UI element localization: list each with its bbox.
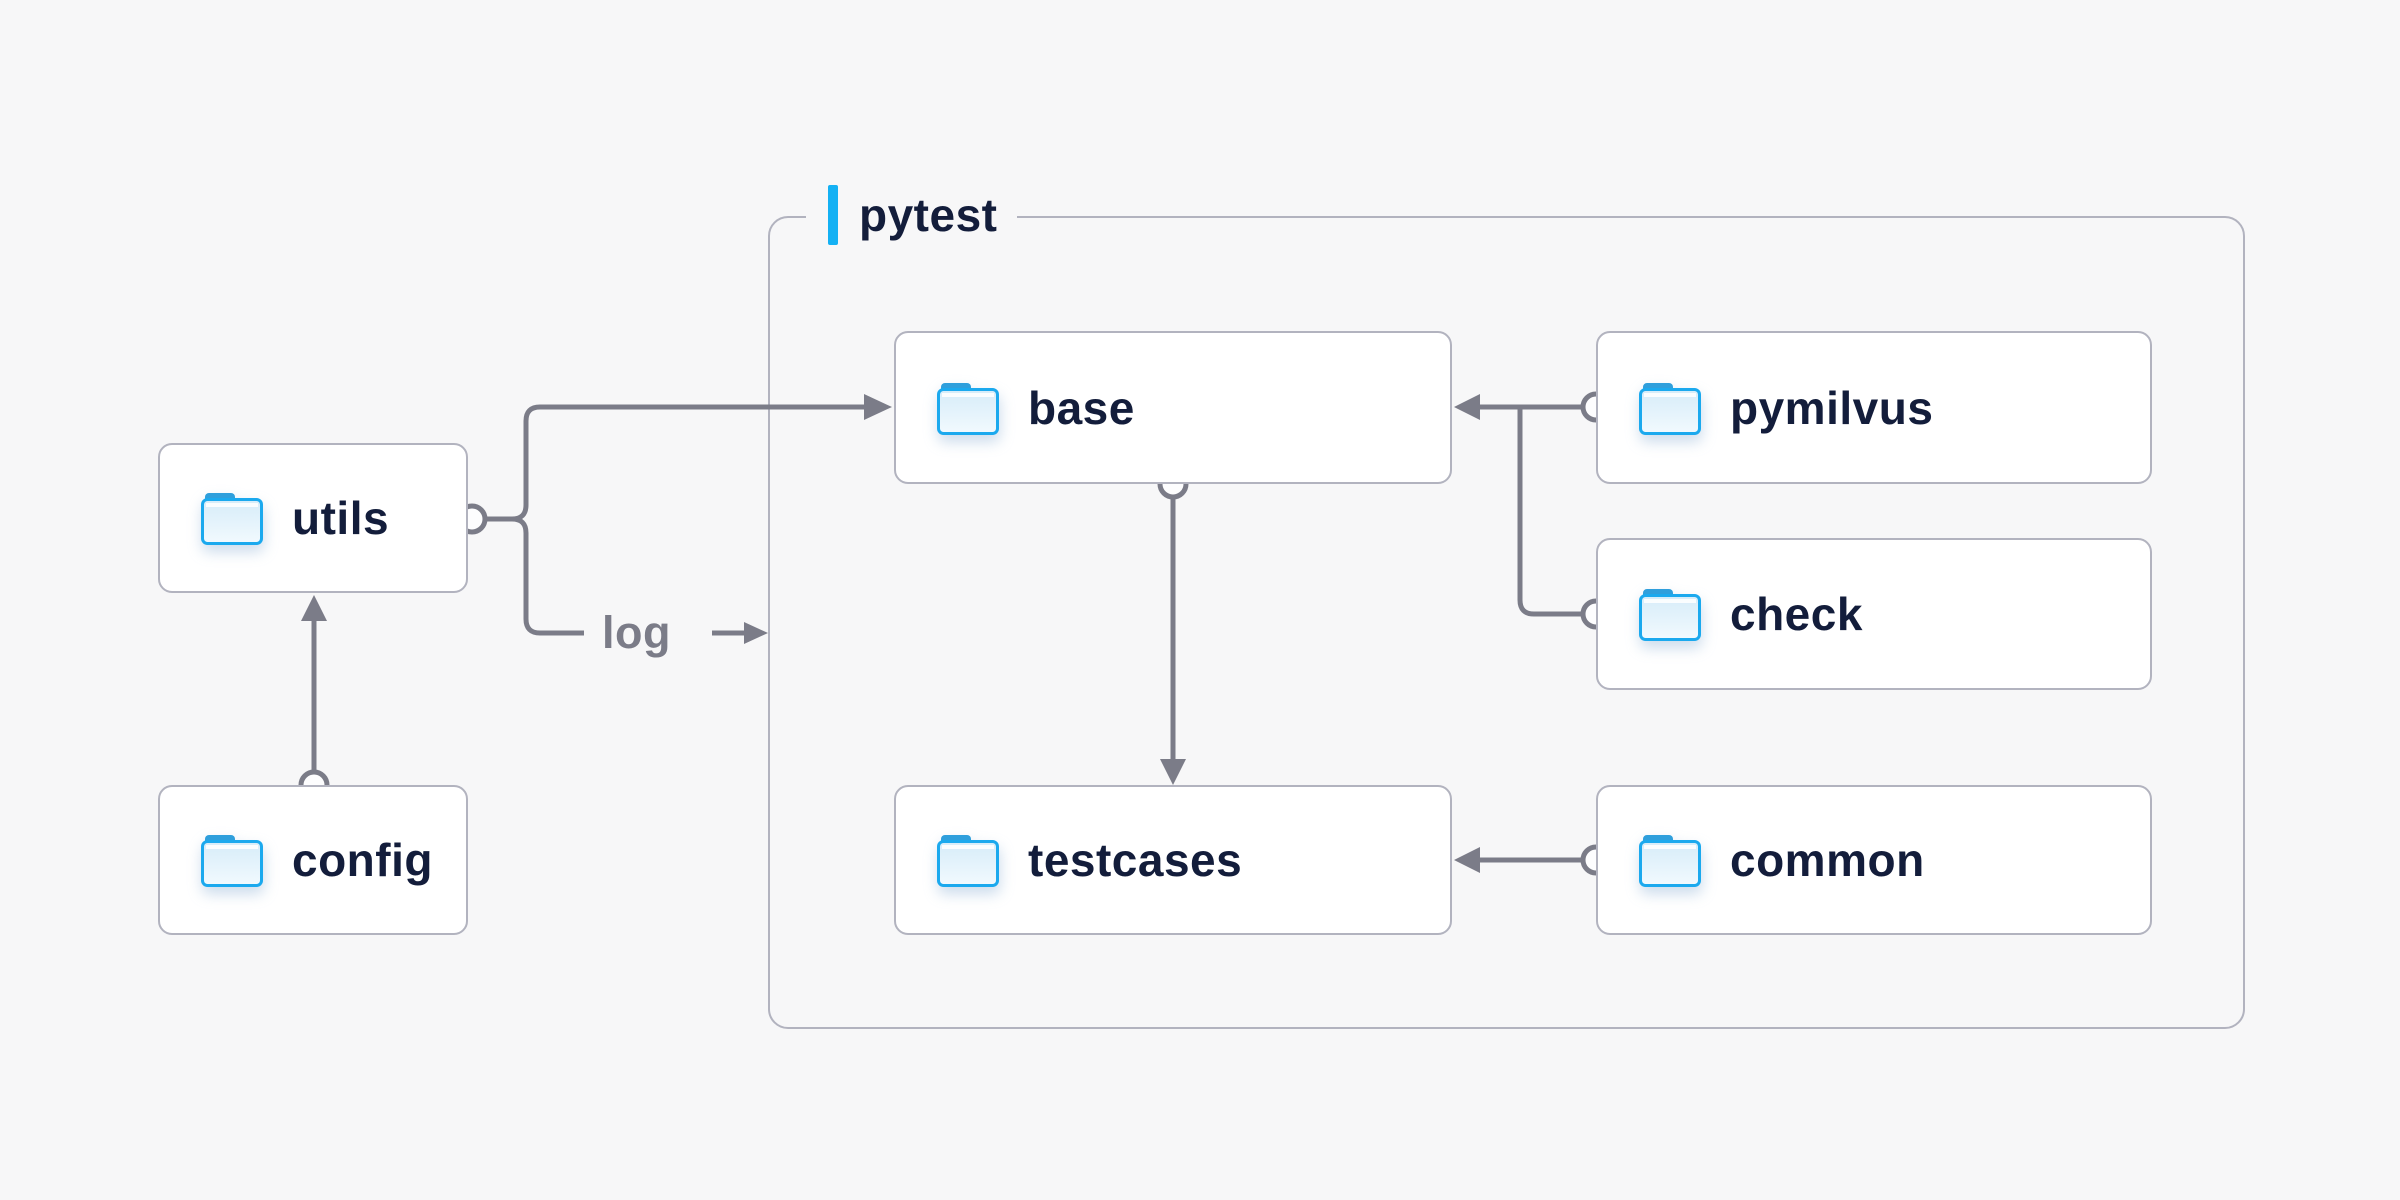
edge-label-log: log: [602, 607, 671, 658]
node-label: pymilvus: [1730, 381, 1934, 434]
node-label: config: [292, 834, 433, 886]
node-testcases: testcases: [894, 785, 1452, 935]
node-base: base: [894, 331, 1452, 484]
pytest-group-container: [768, 216, 2245, 1029]
folder-icon: [201, 835, 263, 887]
node-label: check: [1730, 588, 1863, 640]
pytest-group-label: pytest: [806, 183, 1018, 247]
node-check: check: [1596, 538, 2152, 690]
folder-icon: [1639, 835, 1701, 887]
folder-icon: [1639, 382, 1701, 435]
folder-icon: [1639, 589, 1701, 641]
folder-icon: [937, 382, 999, 435]
pytest-group-label-text: pytest: [859, 189, 998, 241]
node-config: config: [158, 785, 468, 935]
arrowhead-log: [744, 622, 768, 644]
node-label: base: [1028, 381, 1135, 434]
folder-icon: [201, 493, 263, 545]
node-label: common: [1730, 834, 1925, 886]
node-pymilvus: pymilvus: [1596, 331, 2152, 484]
arrowhead-into-utils: [301, 595, 327, 621]
node-label: utils: [292, 492, 390, 544]
node-utils: utils: [158, 443, 468, 593]
edge-utils-to-log: [511, 516, 584, 636]
accent-bar: [828, 185, 838, 245]
node-common: common: [1596, 785, 2152, 935]
folder-icon: [937, 835, 999, 887]
node-label: testcases: [1028, 834, 1243, 886]
